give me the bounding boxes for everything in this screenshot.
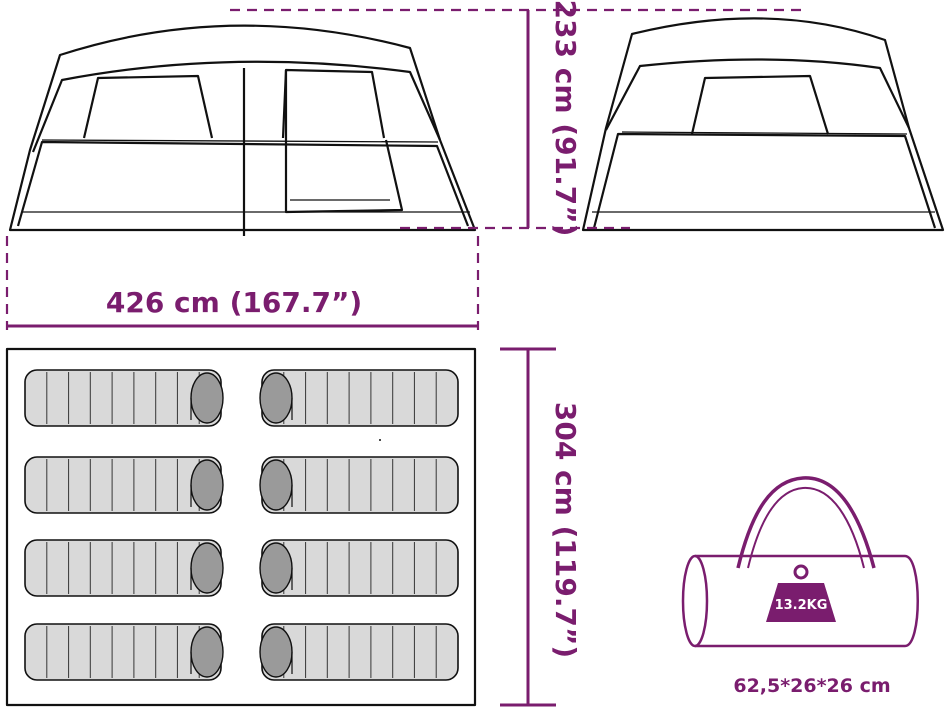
- sleeping-bag-hood: [259, 372, 293, 424]
- sleeping-bag: [24, 369, 224, 427]
- sleeping-bag: [259, 539, 459, 597]
- sleeping-bag-hood: [259, 626, 293, 678]
- bag-size-label: 62,5*26*26 cm: [733, 675, 890, 697]
- width-label: 426 cm (167.7”): [106, 286, 362, 319]
- sleeping-bag: [259, 456, 459, 514]
- sleeping-bag: [259, 369, 459, 427]
- sleeping-bag: [24, 456, 224, 514]
- sleeping-bag: [24, 623, 224, 681]
- sleeping-bag: [259, 623, 459, 681]
- sleeping-bag: [24, 539, 224, 597]
- sleeping-bag-hood: [259, 459, 293, 511]
- sleeping-bag-hood: [190, 626, 224, 678]
- sleeping-bag-hood: [190, 459, 224, 511]
- sleeping-bag-hood: [190, 372, 224, 424]
- tent-side-view: [581, 17, 945, 232]
- height-label: 233 cm (91.7”): [549, 0, 582, 236]
- bag-weight-label: 13.2KG: [775, 598, 828, 613]
- depth-label: 304 cm (119.7”): [549, 402, 582, 658]
- floor-plan: [5, 347, 477, 707]
- sleeping-bag-hood: [190, 542, 224, 594]
- depth-dimension: 304 cm (119.7”): [500, 347, 582, 707]
- height-dimension: 233 cm (91.7”): [230, 0, 805, 236]
- weight-icon: 13.2KG: [766, 564, 836, 622]
- sleeping-bag-layout: [24, 369, 459, 681]
- width-dimension: 426 cm (167.7”): [5, 236, 480, 330]
- carry-bag: 13.2KG 62,5*26*26 cm: [681, 476, 919, 697]
- tent-front-view: [8, 24, 477, 236]
- sleeping-bag-hood: [259, 542, 293, 594]
